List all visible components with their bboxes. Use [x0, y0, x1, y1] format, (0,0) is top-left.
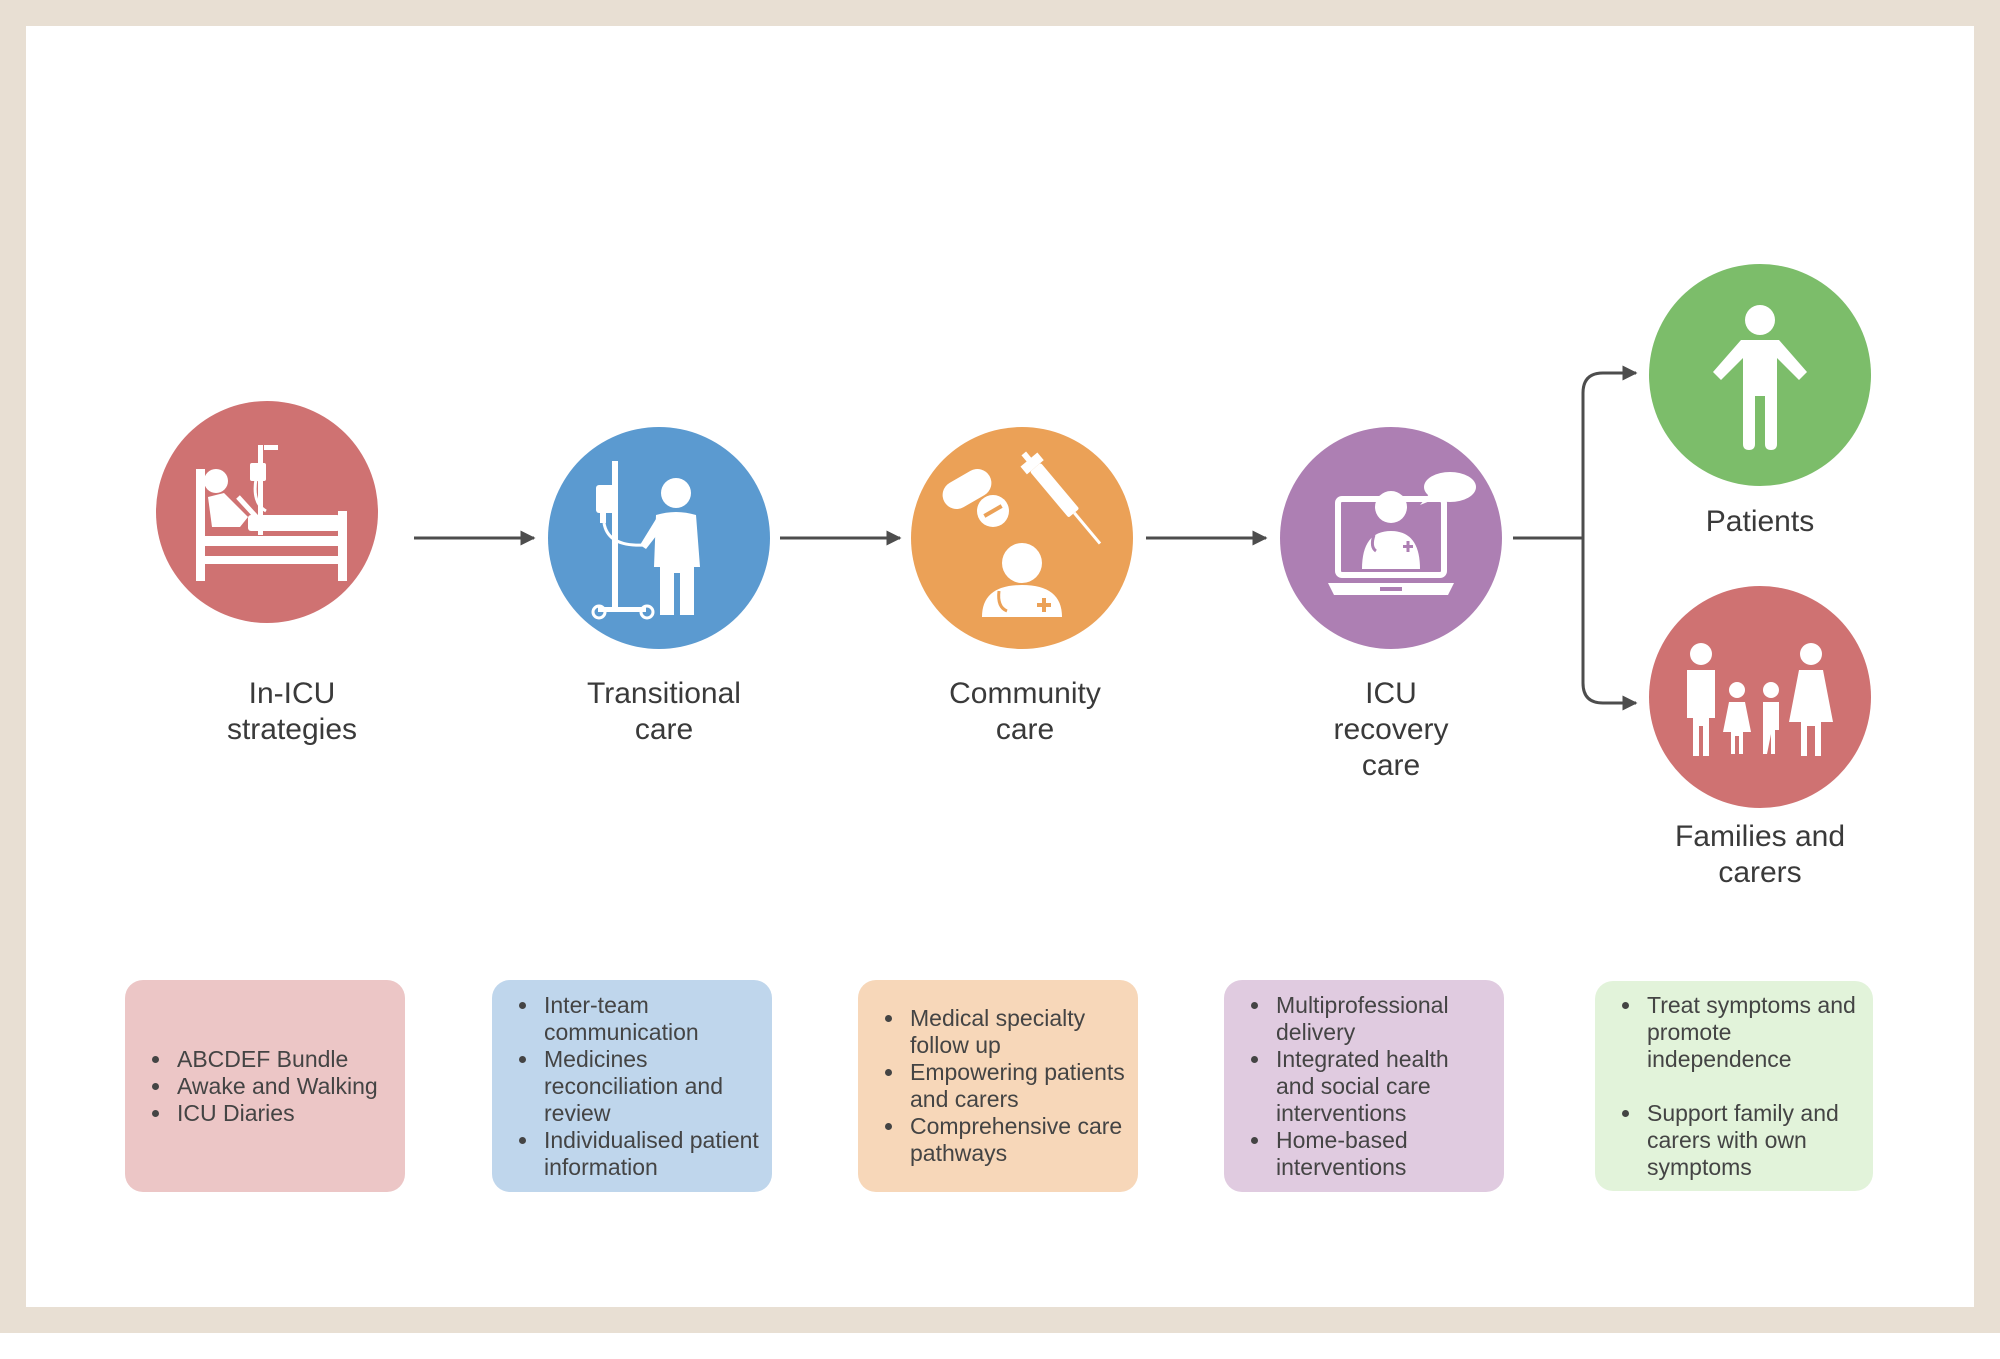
- list-item: Empowering patients and carers: [906, 1059, 1126, 1113]
- list-item: ICU Diaries: [173, 1100, 378, 1127]
- in-icu-box: ABCDEF Bundle Awake and Walking ICU Diar…: [125, 980, 405, 1192]
- patients-families-list: Treat symptoms and promote independence …: [1619, 992, 1861, 1181]
- transitional-node: [548, 427, 770, 649]
- list-item: Support family and carers with own sympt…: [1643, 1100, 1861, 1181]
- transitional-box: Inter-team communication Medicines recon…: [492, 980, 772, 1192]
- branch-connector: [1513, 393, 1585, 683]
- flow-connectors: [414, 365, 1638, 711]
- arrow-to-families: [1581, 682, 1638, 711]
- in-icu-list: ABCDEF Bundle Awake and Walking ICU Diar…: [149, 1046, 378, 1127]
- icu-recovery-list: Multiprofessional delivery Integrated he…: [1248, 992, 1492, 1181]
- list-item: Medical specialty follow up: [906, 1005, 1126, 1059]
- icu-recovery-node: [1280, 427, 1502, 649]
- iv-drip-patient-icon: [591, 461, 700, 620]
- community-box: Medical specialty follow up Empowering p…: [858, 980, 1138, 1192]
- hospital-bed-icon: [196, 445, 347, 581]
- person-icon: [1713, 305, 1807, 450]
- list-item: Comprehensive care pathways: [906, 1113, 1126, 1167]
- community-node: [911, 427, 1133, 649]
- patients-families-box: Treat symptoms and promote independence …: [1595, 981, 1873, 1191]
- list-item: Treat symptoms and promote independence: [1643, 992, 1861, 1073]
- list-item: Home-based interventions: [1272, 1127, 1492, 1181]
- list-item: Awake and Walking: [173, 1073, 378, 1100]
- families-node: [1649, 586, 1871, 808]
- family-icon: [1687, 643, 1833, 756]
- telehealth-laptop-icon: [1328, 472, 1476, 595]
- transitional-list: Inter-team communication Medicines recon…: [516, 992, 760, 1181]
- icu-recovery-box: Multiprofessional delivery Integrated he…: [1224, 980, 1504, 1192]
- list-item: Integrated health and social care interv…: [1272, 1046, 1492, 1127]
- list-item: Individualised patient information: [540, 1127, 760, 1181]
- list-item: Multiprofessional delivery: [1272, 992, 1492, 1046]
- doctor-medicine-icon: [942, 451, 1102, 617]
- community-list: Medical specialty follow up Empowering p…: [882, 1005, 1126, 1167]
- list-item: Inter-team communication: [540, 992, 760, 1046]
- list-item: Medicines reconciliation and review: [540, 1046, 760, 1127]
- patients-node: [1649, 264, 1871, 486]
- list-item: ABCDEF Bundle: [173, 1046, 378, 1073]
- patients-label: Patients: [1705, 505, 1815, 538]
- arrow-to-patients: [1581, 365, 1638, 394]
- in-icu-node: [156, 401, 378, 623]
